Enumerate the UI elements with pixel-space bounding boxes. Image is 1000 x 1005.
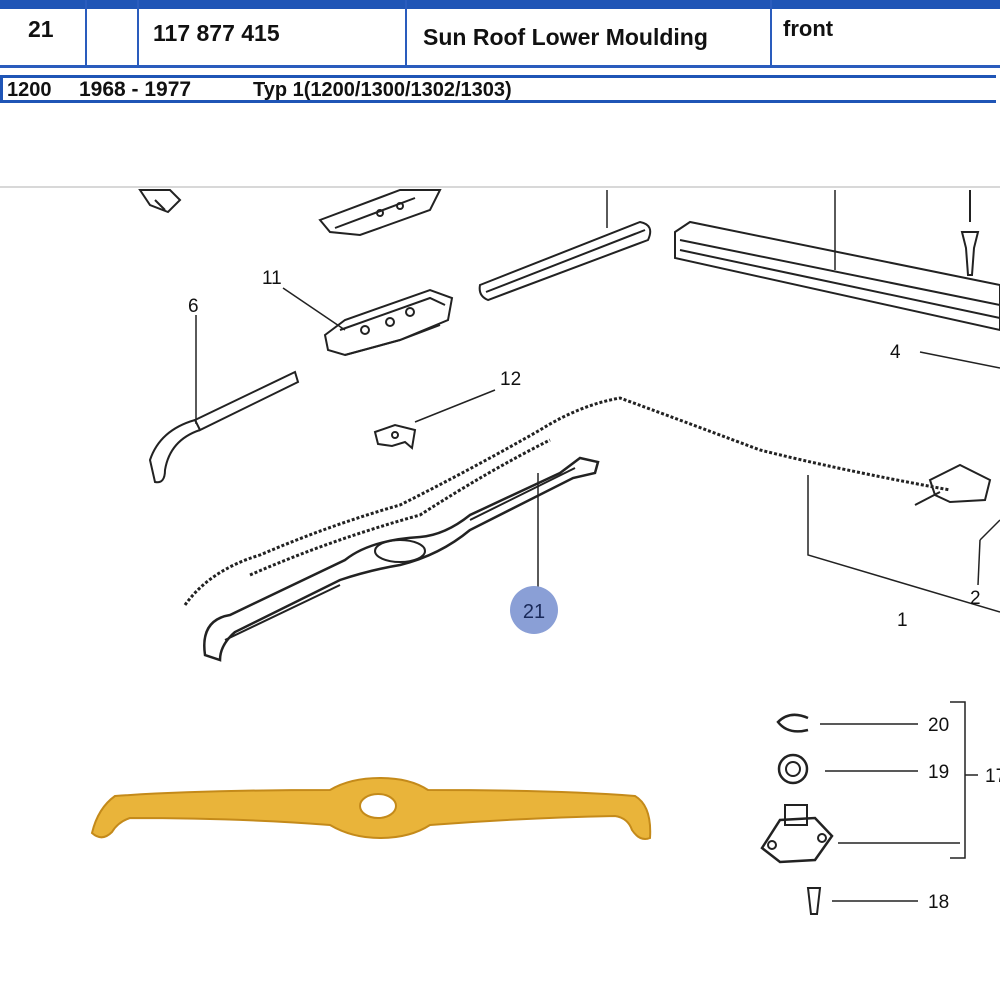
- drive-cable-inner: [249, 438, 551, 577]
- model-box: [0, 75, 996, 103]
- callout-18: 18: [928, 892, 949, 913]
- model-code: 1200: [7, 79, 52, 101]
- drive-cable: [183, 396, 951, 606]
- slide-assembly-11: [323, 288, 454, 357]
- moulding-photo: [90, 776, 652, 840]
- leader-12: [414, 389, 496, 423]
- table-top-border: [0, 0, 1000, 9]
- leader-1: [807, 475, 1000, 613]
- guide-rail-upper: [478, 220, 652, 302]
- callout-11: 11: [262, 268, 282, 289]
- leader-4: [919, 351, 1000, 369]
- leader-11: [282, 287, 346, 331]
- table-bottom-border: [0, 65, 1000, 68]
- part-info-table: 21 117 877 415 Sun Roof Lower Moulding f…: [0, 0, 1000, 70]
- callout-4: 4: [890, 342, 901, 363]
- part-position: front: [783, 16, 834, 41]
- moulding-drawing-21: [203, 456, 600, 662]
- slide-mechanism-part: [138, 189, 182, 214]
- highlight-circle-21[interactable]: [510, 586, 558, 634]
- callout-6: 6: [188, 296, 199, 317]
- callout-12: 12: [500, 369, 521, 390]
- column-divider: [137, 0, 139, 68]
- callout-20: 20: [928, 715, 949, 736]
- model-info-row: 1200 1968 - 1977 Typ 1(1200/1300/1302/13…: [0, 71, 1000, 111]
- side-rail-right: [674, 220, 1000, 332]
- item-number: 21: [28, 16, 54, 42]
- model-type: Typ 1(1200/1300/1302/1303): [253, 79, 512, 101]
- bolt-18: [806, 887, 822, 915]
- part-number: 117 877 415: [153, 20, 280, 46]
- slide-bracket-upper: [318, 189, 442, 237]
- screw-top-right: [960, 190, 980, 276]
- bracket-clip-20: [776, 713, 809, 733]
- callout-1: 1: [897, 610, 908, 631]
- parts-diagram: 6 11 12 4 2 1 20 19 17 18 21: [0, 110, 1000, 1000]
- diagram-svg: 6 11 12 4 2 1 20 19 17 18 21: [0, 186, 1000, 915]
- guide-rail-6: [148, 370, 300, 484]
- clip-12: [373, 423, 417, 450]
- part-description: Sun Roof Lower Moulding: [423, 24, 708, 50]
- callout-2: 2: [970, 588, 981, 609]
- callout-17: 17: [985, 766, 1000, 787]
- crank-housing: [760, 804, 834, 864]
- callout-19: 19: [928, 762, 949, 783]
- column-divider: [85, 0, 87, 68]
- pinion-19: [777, 753, 809, 785]
- model-years: 1968 - 1977: [79, 78, 192, 101]
- leader-2: [977, 539, 981, 586]
- column-divider: [405, 0, 407, 68]
- highlight-label-21: 21: [523, 601, 545, 623]
- cable-bracket: [914, 463, 992, 506]
- group-bracket-17: [950, 701, 966, 859]
- column-divider: [770, 0, 772, 68]
